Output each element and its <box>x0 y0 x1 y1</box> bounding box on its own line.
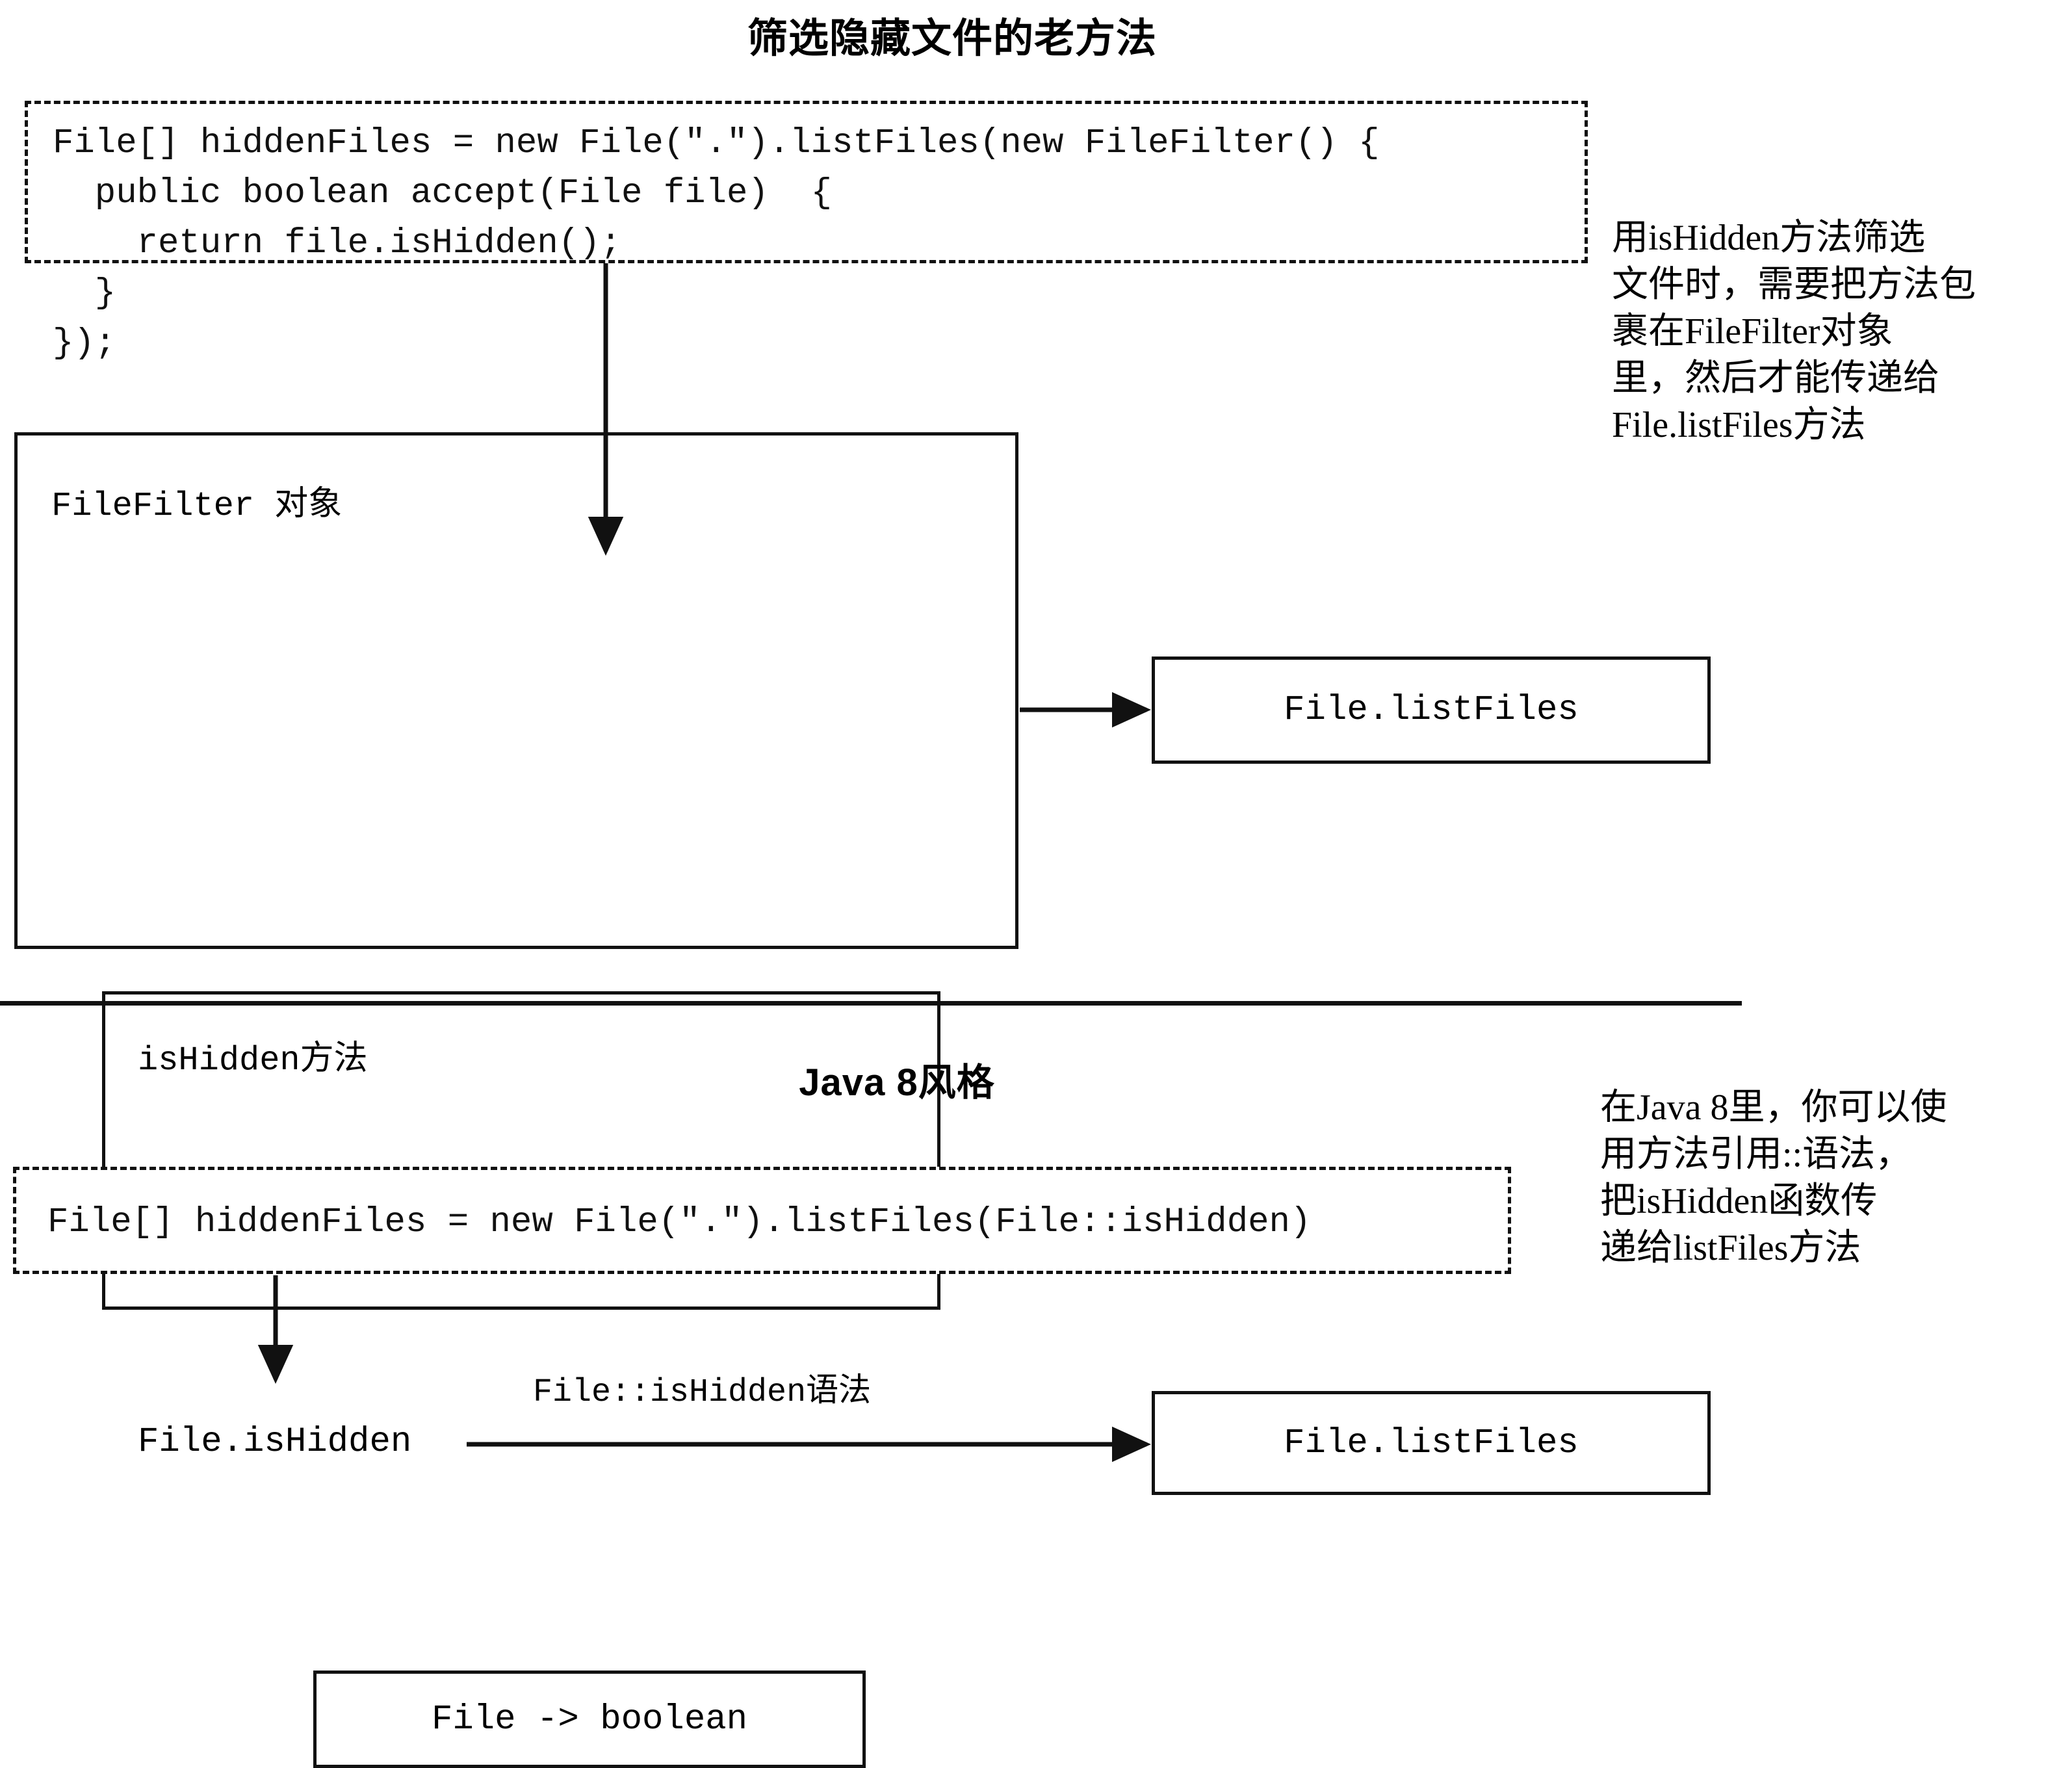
code-block-old-approach: File[] hiddenFiles = new File(".").listF… <box>53 124 1380 363</box>
lambda-signature-label: File -> boolean <box>431 1699 748 1739</box>
listfiles-label-old: File.listFiles <box>1284 690 1579 730</box>
filefilter-object-box: FileFilter 对象 isHidden方法 File -> boolean <box>14 432 1018 1768</box>
page-title-java8-approach: Java 8风格 <box>799 1061 995 1104</box>
listfiles-box-java8: File.listFiles <box>1152 1391 1711 1495</box>
method-reference-edge-label: File::isHidden语法 <box>533 1374 872 1411</box>
annotation-java8-approach: 在Java 8里，你可以使 用方法引用::语法， 把isHidden函数传 递给… <box>1600 1087 1947 1268</box>
annotation-old-approach: 用isHidden方法筛选 文件时，需要把方法包 裹在FileFilter对象 … <box>1612 218 1976 445</box>
page-title-old-approach: 筛选隐藏文件的老方法 <box>747 16 1157 61</box>
listfiles-box-old: File.listFiles <box>1152 656 1711 764</box>
filefilter-object-label: FileFilter 对象 <box>51 487 343 525</box>
file-ishidden-node: File.isHidden <box>138 1422 412 1462</box>
ishidden-method-label: isHidden方法 <box>138 1041 368 1080</box>
lambda-signature-box: File -> boolean <box>313 1670 866 1768</box>
listfiles-label-java8: File.listFiles <box>1284 1423 1579 1463</box>
code-panel-old-approach: File[] hiddenFiles = new File(".").listF… <box>25 101 1588 363</box>
diagram-canvas: 筛选隐藏文件的老方法 File[] hiddenFiles = new File… <box>0 16 1976 1768</box>
section-divider <box>0 1001 1742 1006</box>
code-block-java8-approach: File[] hiddenFiles = new File(".").listF… <box>47 1202 1312 1242</box>
code-panel-java8-approach: File[] hiddenFiles = new File(".").listF… <box>13 1167 1511 1274</box>
